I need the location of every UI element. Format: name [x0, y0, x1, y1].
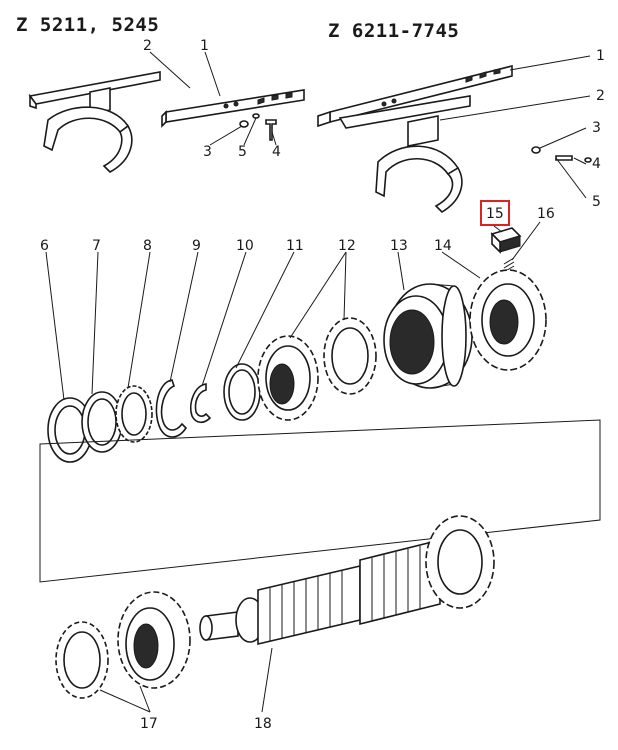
label-13: 13: [390, 238, 408, 254]
header-left: Z 5211, 5245: [16, 14, 160, 36]
gear-set-17: [55, 591, 191, 699]
bolt-and-washers-left: [239, 113, 277, 141]
ring-7: [81, 391, 123, 453]
label-6: 6: [40, 238, 49, 254]
label-1-left: 1: [200, 38, 209, 54]
label-12: 12: [338, 238, 356, 254]
shaft-outline-box: [39, 419, 601, 583]
header-right: Z 6211-7745: [328, 20, 460, 42]
label-3-right: 3: [592, 120, 601, 136]
circlip-10: [190, 383, 212, 424]
main-shaft-18: [199, 515, 495, 646]
circlip-9: [155, 379, 188, 438]
label-3-left: 3: [203, 144, 212, 160]
shift-fork-left: [28, 71, 161, 173]
label-8: 8: [143, 238, 152, 254]
sync-ring-8: [115, 385, 153, 443]
gear-14: [469, 269, 547, 371]
detent-block-15: [490, 227, 522, 254]
shift-rail-right: [317, 64, 513, 128]
label-4-right: 4: [592, 156, 601, 172]
label-1-right: 1: [596, 48, 605, 64]
label-7: 7: [92, 238, 101, 254]
label-4-left: 4: [272, 144, 281, 160]
label-14: 14: [434, 238, 452, 254]
synchro-hub-12a: [257, 335, 319, 421]
label-18: 18: [254, 716, 272, 732]
shift-rail-left: [161, 89, 305, 128]
bolt-and-washers-right: [531, 146, 592, 163]
sync-ring-12b: [323, 317, 377, 395]
shift-fork-right: [338, 95, 471, 214]
label-9: 9: [192, 238, 201, 254]
label-16: 16: [537, 206, 555, 222]
sliding-sleeve-13: [383, 283, 473, 389]
label-5-right: 5: [592, 194, 601, 210]
label-10: 10: [236, 238, 254, 254]
highlight-box-15: [480, 200, 510, 226]
label-5-left: 5: [238, 144, 247, 160]
label-2-right: 2: [596, 88, 605, 104]
callout-labels: 2 1 3 5 4 1 2 3 4 5 15 16 6 7 8 9 10 11 …: [40, 38, 605, 732]
label-11: 11: [286, 238, 304, 254]
label-15: 15: [486, 206, 504, 222]
spring-16: [503, 257, 515, 281]
label-17: 17: [140, 716, 158, 732]
label-2-left: 2: [143, 38, 152, 54]
ring-11: [223, 363, 261, 421]
